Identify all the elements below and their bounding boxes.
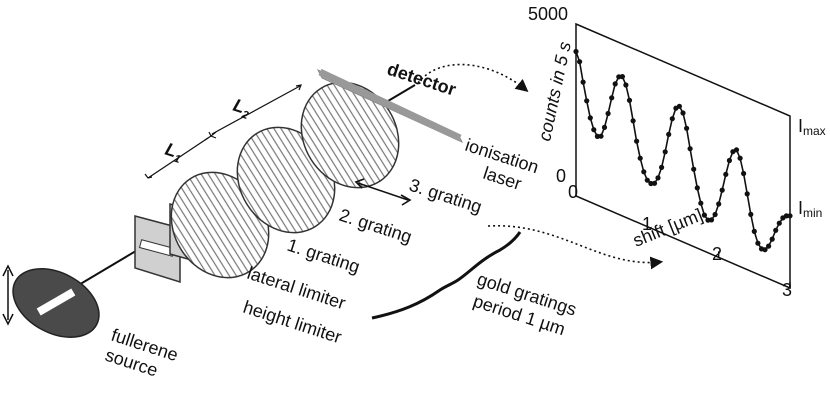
data-point — [609, 95, 615, 101]
grating2-label: 2. grating — [337, 205, 415, 247]
data-point — [701, 212, 708, 218]
data-point — [662, 149, 668, 155]
grating3-label: 3. grating — [407, 175, 485, 217]
detector-to-chart-arrow — [417, 63, 529, 93]
data-point — [623, 82, 629, 88]
chart-marks — [573, 48, 793, 288]
data-point — [630, 118, 636, 124]
grating-3 — [300, 81, 400, 189]
x-axis-label: shift [µm] — [630, 205, 706, 251]
grating3-shift-arrow — [354, 178, 412, 206]
data-point — [687, 146, 693, 152]
data-point — [762, 247, 768, 253]
data-point — [619, 74, 626, 80]
data-point — [748, 211, 754, 217]
data-point — [591, 127, 597, 133]
data-point — [744, 191, 750, 197]
x-tick-0: 0 — [568, 182, 578, 202]
fullerene-source — [12, 268, 100, 338]
data-point — [605, 110, 611, 117]
data-point — [612, 81, 618, 87]
data-point — [691, 166, 697, 172]
x-tick-1: 1 — [642, 214, 652, 234]
data-point — [755, 240, 761, 246]
data-point — [601, 124, 608, 130]
data-point — [694, 185, 700, 191]
data-point — [776, 220, 782, 226]
L1-label: L1 — [162, 139, 185, 166]
grating1-label: 1. grating — [285, 235, 363, 277]
x-tick-3: 3 — [782, 280, 792, 300]
data-point — [741, 170, 747, 177]
data-point — [587, 115, 593, 121]
data-point — [580, 79, 586, 85]
data-point — [766, 243, 772, 249]
data-point — [716, 201, 722, 207]
grating-to-chart-arrow — [487, 225, 664, 270]
L1-L2-dimension — [144, 84, 302, 179]
data-point — [659, 164, 665, 170]
data-point — [773, 227, 779, 233]
data-point — [723, 171, 729, 177]
data-point — [684, 125, 690, 131]
data-point — [733, 147, 740, 153]
imin-label: Imin — [798, 198, 822, 220]
data-point — [577, 59, 583, 65]
x-tick-2: 2 — [712, 244, 722, 264]
height-arrow — [2, 264, 14, 326]
data-point — [644, 177, 650, 183]
y-tick-0: 0 — [556, 166, 566, 186]
data-point — [708, 217, 715, 223]
y-tick-5000: 5000 — [528, 4, 568, 24]
data-point — [598, 133, 604, 139]
detector-label: detector — [385, 59, 459, 100]
data-point — [787, 213, 793, 219]
data-point — [680, 110, 686, 116]
chart-frame — [575, 22, 791, 290]
data-point — [751, 228, 757, 234]
data-point — [573, 48, 579, 55]
data-point — [666, 131, 672, 137]
data-point — [634, 138, 640, 144]
data-point — [726, 157, 733, 164]
data-point — [637, 155, 643, 161]
data-point — [641, 169, 647, 175]
data-point — [698, 200, 704, 206]
data-point — [712, 211, 718, 218]
data-point — [655, 175, 661, 181]
data-point — [669, 116, 675, 122]
data-point — [769, 236, 775, 242]
y-axis-label: counts in 5 s — [534, 40, 575, 143]
imax-label: Imax — [798, 116, 826, 138]
laser-beam-core — [318, 68, 462, 142]
gold-gratings-brace — [371, 231, 522, 320]
interference-chart: 5000 0 0 1 2 3 counts in 5 s shift [µm] … — [528, 4, 826, 300]
data-point — [676, 103, 683, 109]
data-point — [626, 97, 633, 103]
data-point — [719, 187, 725, 193]
data-point — [651, 180, 658, 186]
data-point — [584, 98, 590, 104]
L2-label: L2 — [230, 95, 253, 122]
data-point — [737, 155, 743, 161]
